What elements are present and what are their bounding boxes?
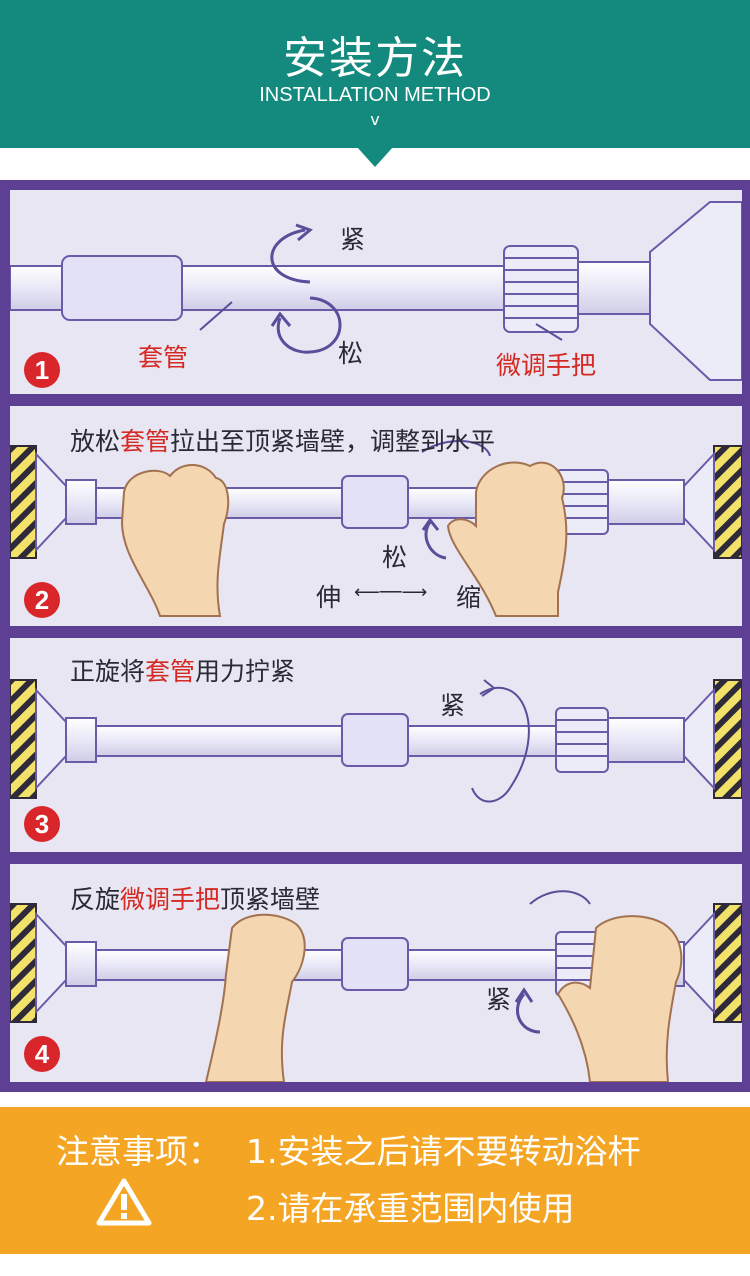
label-tighten: 紧 — [440, 691, 466, 720]
rotate-arrow-icon — [514, 987, 534, 1003]
chevron-down-icon: v — [370, 110, 380, 129]
header-banner: 安装方法 INSTALLATION METHOD v — [0, 0, 750, 148]
label-loosen: 松 — [382, 543, 408, 572]
wall-left — [10, 445, 37, 559]
wall-right — [713, 903, 742, 1023]
left-hand — [120, 464, 230, 617]
step-1-illustration — [10, 201, 742, 381]
sleeve — [61, 255, 183, 321]
step-number-badge: 1 — [24, 352, 60, 388]
instruction-board: 1 紧 松 套管 微调手把 — [0, 180, 750, 1092]
sleeve — [341, 713, 409, 767]
step-2-instruction: 放松套管拉出至顶紧墙壁，调整到水平 — [70, 427, 496, 456]
header-notch — [357, 147, 393, 167]
double-arrow-icon: ⟵──⟶ — [354, 582, 428, 603]
step-3-panel: 正旋将套管用力拧紧 紧 3 — [10, 638, 742, 852]
notes-label: 注意事项： — [56, 1132, 221, 1171]
step-2-illustration — [10, 440, 742, 617]
rotate-arrow-icon — [270, 311, 292, 327]
sleeve — [341, 937, 409, 991]
note-item-2: 2.请在承重范围内使用 — [246, 1189, 575, 1228]
label-adjust-handle: 微调手把 — [496, 351, 597, 380]
step-3-illustration — [10, 679, 742, 803]
rotate-arrow-icon — [421, 517, 440, 531]
step-3-instruction: 正旋将套管用力拧紧 — [70, 657, 296, 686]
step-4-illustration — [10, 890, 742, 1082]
wall-right — [713, 445, 742, 559]
wall-left — [10, 679, 37, 799]
label-loosen: 松 — [338, 339, 364, 368]
label-sleeve: 套管 — [138, 343, 189, 372]
step-2-panel: 放松套管拉出至顶紧墙壁，调整到水平 2 松 伸 ⟵──⟶ 缩 — [10, 406, 742, 626]
step-4-instruction: 反旋微调手把顶紧墙壁 — [70, 885, 321, 914]
page-title: 安装方法 — [283, 33, 467, 84]
rod-tube — [95, 725, 557, 757]
adjust-handle — [555, 707, 609, 773]
rotate-arrow-icon — [471, 686, 530, 803]
page-subtitle: INSTALLATION METHOD — [259, 84, 491, 106]
rotate-arrow-icon — [295, 223, 313, 242]
note-item-1: 1.安装之后请不要转动浴杆 — [246, 1132, 641, 1171]
wall-right — [713, 679, 742, 799]
right-hand — [556, 915, 683, 1082]
sleeve — [341, 475, 409, 529]
end-cap — [649, 201, 742, 381]
label-extend: 伸 — [316, 583, 342, 612]
warning-triangle-icon — [96, 1178, 152, 1226]
rod-tube — [95, 949, 557, 981]
step-number-badge: 3 — [24, 806, 60, 842]
label-tighten: 紧 — [340, 225, 366, 254]
label-tighten: 紧 — [486, 985, 512, 1014]
adjust-handle — [555, 469, 609, 535]
right-hand — [446, 461, 568, 617]
label-retract: 缩 — [456, 583, 482, 612]
wall-left — [10, 903, 37, 1023]
adjust-handle — [503, 245, 579, 333]
step-number-badge: 4 — [24, 1036, 60, 1072]
step-number-badge: 2 — [24, 582, 60, 618]
step-4-panel: 反旋微调手把顶紧墙壁 紧 4 — [10, 864, 742, 1082]
step-1-panel: 1 紧 松 套管 微调手把 — [10, 190, 742, 394]
left-hand — [204, 913, 306, 1082]
notes-banner: 注意事项： 1.安装之后请不要转动浴杆 2.请在承重范围内使用 — [0, 1107, 750, 1254]
